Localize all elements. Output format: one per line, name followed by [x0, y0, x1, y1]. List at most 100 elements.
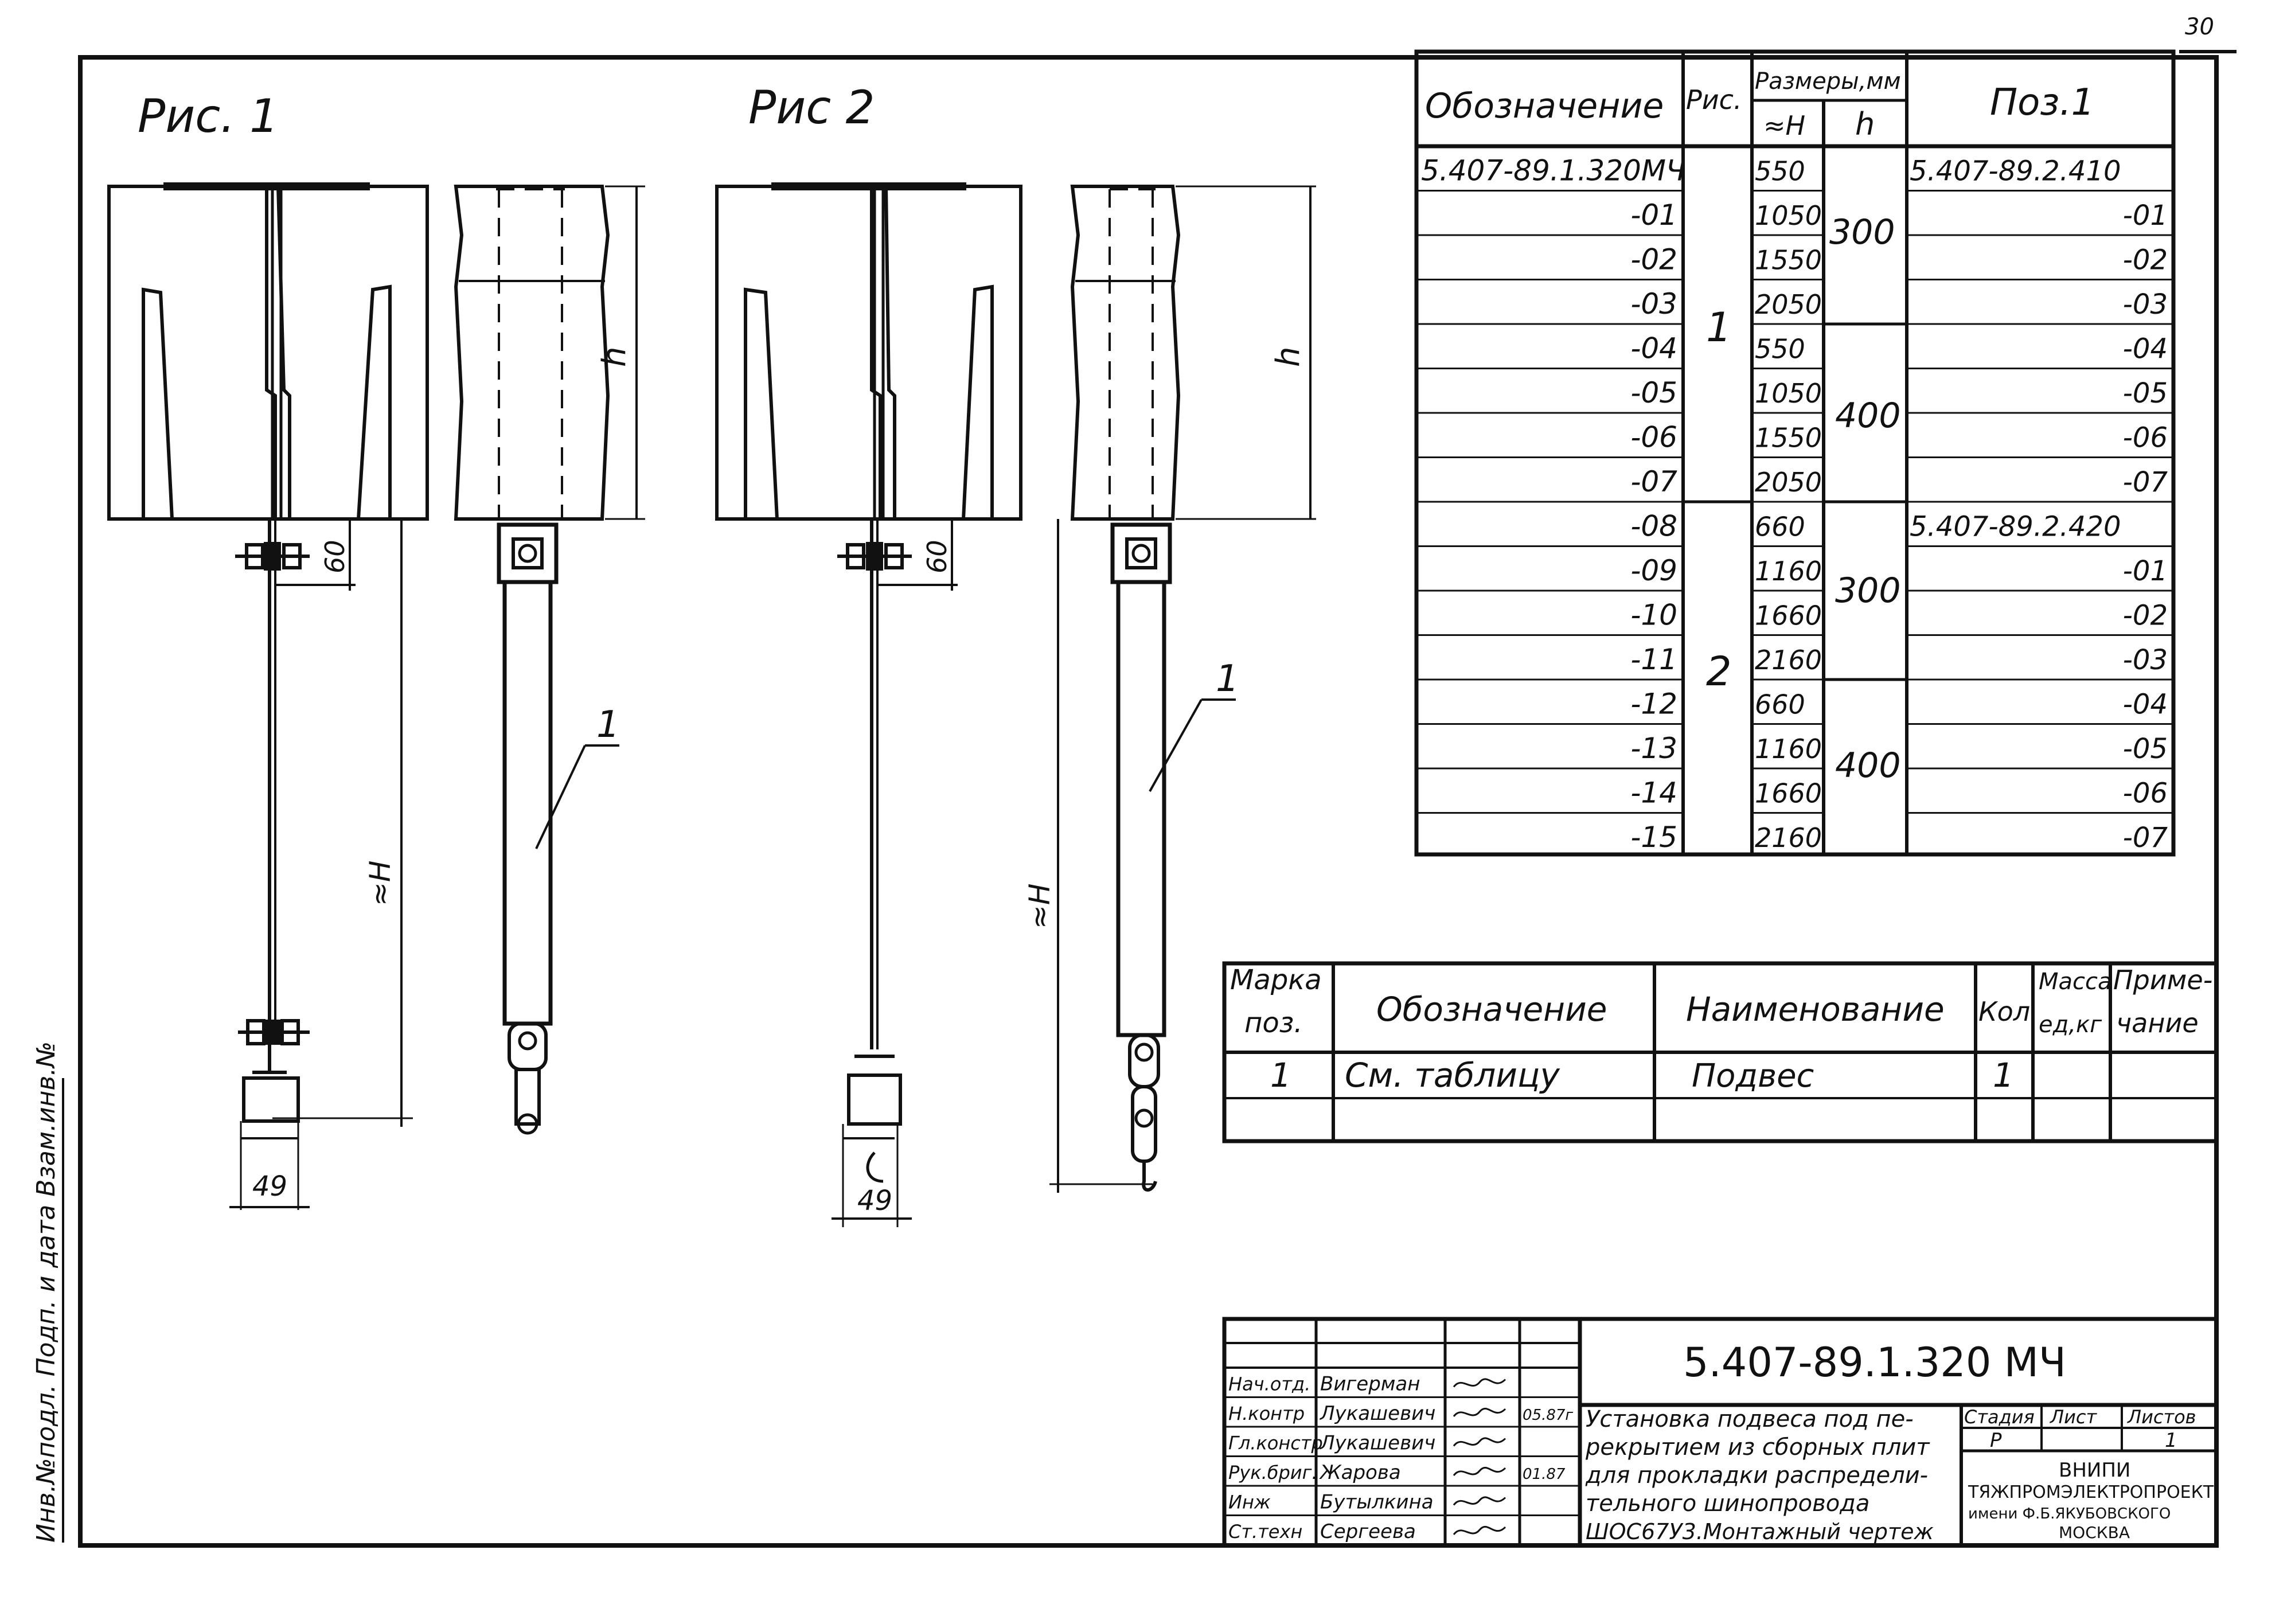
- role-label: Н.контр: [1228, 1403, 1305, 1424]
- table-row-pos: -01: [2123, 200, 2168, 232]
- signature-mark: [1453, 1466, 1506, 1476]
- fig-group-1: 1: [1706, 304, 1732, 351]
- bolt-assembly-bottom: [238, 1019, 310, 1072]
- spec-row-designation: См. таблицу: [1345, 1056, 1560, 1095]
- slab-section-right-fig2: [884, 185, 1022, 521]
- table-header-h: h: [1855, 106, 1875, 142]
- figure-2-label: Рис 2: [748, 81, 875, 134]
- table-row-H: 2160: [1755, 822, 1822, 853]
- signature-mark: [1453, 1378, 1506, 1388]
- side-stamp-text: Инв.№подл. Подп. и дата Взам.инв.№: [32, 1041, 61, 1543]
- pos-1-label-fig2: 1: [1216, 658, 1239, 700]
- table-row-pos: -02: [2123, 244, 2168, 276]
- role-name: Сергеева: [1320, 1520, 1416, 1543]
- signature-mark: [1453, 1496, 1506, 1506]
- table-row-designation: -13: [1630, 732, 1677, 765]
- table-row-pos: -07: [2123, 466, 2168, 498]
- table-row-H: 550: [1755, 334, 1805, 365]
- h-group-1: 300: [1829, 212, 1895, 252]
- table-row-pos: -06: [2123, 778, 2168, 810]
- dim-h-fig1: h: [596, 347, 633, 368]
- table-row-H: 1050: [1755, 200, 1822, 231]
- org-line-1: ВНИПИ: [2059, 1459, 2130, 1482]
- role-name: Бутылкина: [1320, 1491, 1434, 1514]
- table-row-pos: 5.407-89.2.420: [1910, 511, 2121, 543]
- table-row-designation: -10: [1630, 599, 1677, 632]
- table-row-designation: -05: [1630, 376, 1677, 409]
- table-row-H: 2050: [1755, 467, 1822, 498]
- side-stamp: Инв.№подл. Подп. и дата Взам.инв.№: [32, 1041, 64, 1543]
- corner-mark: 30: [2185, 14, 2214, 40]
- doc-title-3: для прокладки распредели-: [1585, 1462, 1928, 1489]
- bolt-assembly-top-fig2: [837, 542, 912, 571]
- slab-section-left-fig2: [715, 185, 882, 521]
- spec-header-note-1: Приме-: [2113, 965, 2212, 996]
- signature-mark: [1453, 1437, 1506, 1447]
- title-block: 5.407-89.1.320 МЧ Установка подвеса под …: [1222, 1317, 2219, 1548]
- role-label: Нач.отд.: [1228, 1373, 1310, 1395]
- busbar-clamp: [242, 1071, 300, 1123]
- table-row-designation: -14: [1630, 776, 1677, 810]
- doc-title-4: тельного шинопровода: [1586, 1490, 1869, 1517]
- figure-1: Рис. 1: [107, 89, 645, 1210]
- table-row-H: 2160: [1755, 645, 1822, 676]
- table-row-H: 660: [1755, 512, 1805, 542]
- table-row-H: 1550: [1755, 245, 1822, 276]
- role-label: Гл.констр: [1228, 1432, 1323, 1454]
- table-header-pos: Поз.1: [1990, 81, 2094, 124]
- table-row-H: 1660: [1755, 600, 1822, 631]
- role-label: Ст.техн: [1228, 1521, 1302, 1543]
- doc-code: 5.407-89.1.320 МЧ: [1683, 1339, 2066, 1386]
- table-row-H: 550: [1755, 156, 1805, 187]
- spec-row-mark: 1: [1270, 1056, 1291, 1095]
- table-row-designation: -12: [1630, 688, 1677, 721]
- role-label: Инж: [1228, 1492, 1271, 1513]
- role-name: Лукашевич: [1319, 1402, 1435, 1425]
- role-name: Жарова: [1319, 1461, 1401, 1484]
- slab-section-right: [276, 185, 429, 521]
- table-row-designation: -02: [1630, 243, 1677, 276]
- spec-header-note-2: чание: [2116, 1008, 2199, 1039]
- signature-mark: [1453, 1407, 1506, 1417]
- table-row-designation: -04: [1630, 332, 1677, 365]
- spec-header-designation: Обозначение: [1376, 990, 1607, 1029]
- signature-mark: [1453, 1525, 1506, 1535]
- dim-60-fig1: 60: [319, 540, 350, 573]
- doc-title-5: ШОС67У3.Монтажный чертеж: [1586, 1519, 1934, 1544]
- fig-group-2: 2: [1706, 648, 1732, 695]
- table-row-designation: -08: [1630, 510, 1677, 543]
- table-row-H: 1550: [1755, 423, 1822, 454]
- role-date: 01.87: [1523, 1466, 1566, 1483]
- pos-1-label-fig1: 1: [596, 704, 620, 746]
- table-row-pos: -04: [2123, 689, 2168, 721]
- table-row-H: 1050: [1755, 378, 1822, 409]
- stage-value: Р: [1990, 1429, 2002, 1452]
- sheet-label: Лист: [2050, 1406, 2097, 1428]
- org-line-2: ТЯЖПРОМЭЛЕКТРОПРОЕКТ: [1968, 1482, 2214, 1502]
- dim-H-fig1: ≈H: [364, 861, 397, 907]
- org-line-3: имени Ф.Б.ЯКУБОВСКОГО: [1968, 1505, 2171, 1522]
- dim-49-fig1: 49: [252, 1170, 287, 1203]
- table-row-H: 1660: [1755, 778, 1822, 809]
- clamp-fig2: [842, 1055, 902, 1227]
- h-group-2: 400: [1835, 396, 1901, 436]
- table-row-pos: -05: [2123, 377, 2168, 409]
- table-row-pos: -06: [2123, 422, 2168, 454]
- table-row-pos: -05: [2123, 733, 2168, 765]
- stage-label: Стадия: [1964, 1406, 2035, 1428]
- hanger-strip-fig2: [1116, 580, 1166, 1037]
- table-row-pos: -03: [2123, 644, 2168, 676]
- dim-h-fig2: h: [1270, 347, 1307, 368]
- table-row-H: 660: [1755, 689, 1805, 720]
- table-row-pos: 5.407-89.2.410: [1910, 155, 2121, 188]
- bolt-assembly-top: [235, 542, 310, 571]
- table-row-pos: -02: [2123, 600, 2168, 632]
- role-label: Рук.бриг.: [1228, 1462, 1318, 1484]
- role-date: 05.87г: [1523, 1407, 1573, 1424]
- dim-49-fig2: 49: [857, 1185, 892, 1217]
- table-header-fig: Рис.: [1686, 84, 1742, 115]
- dim-H-fig2: ≈H: [1023, 884, 1056, 930]
- spec-row-name: Подвес: [1692, 1057, 1814, 1095]
